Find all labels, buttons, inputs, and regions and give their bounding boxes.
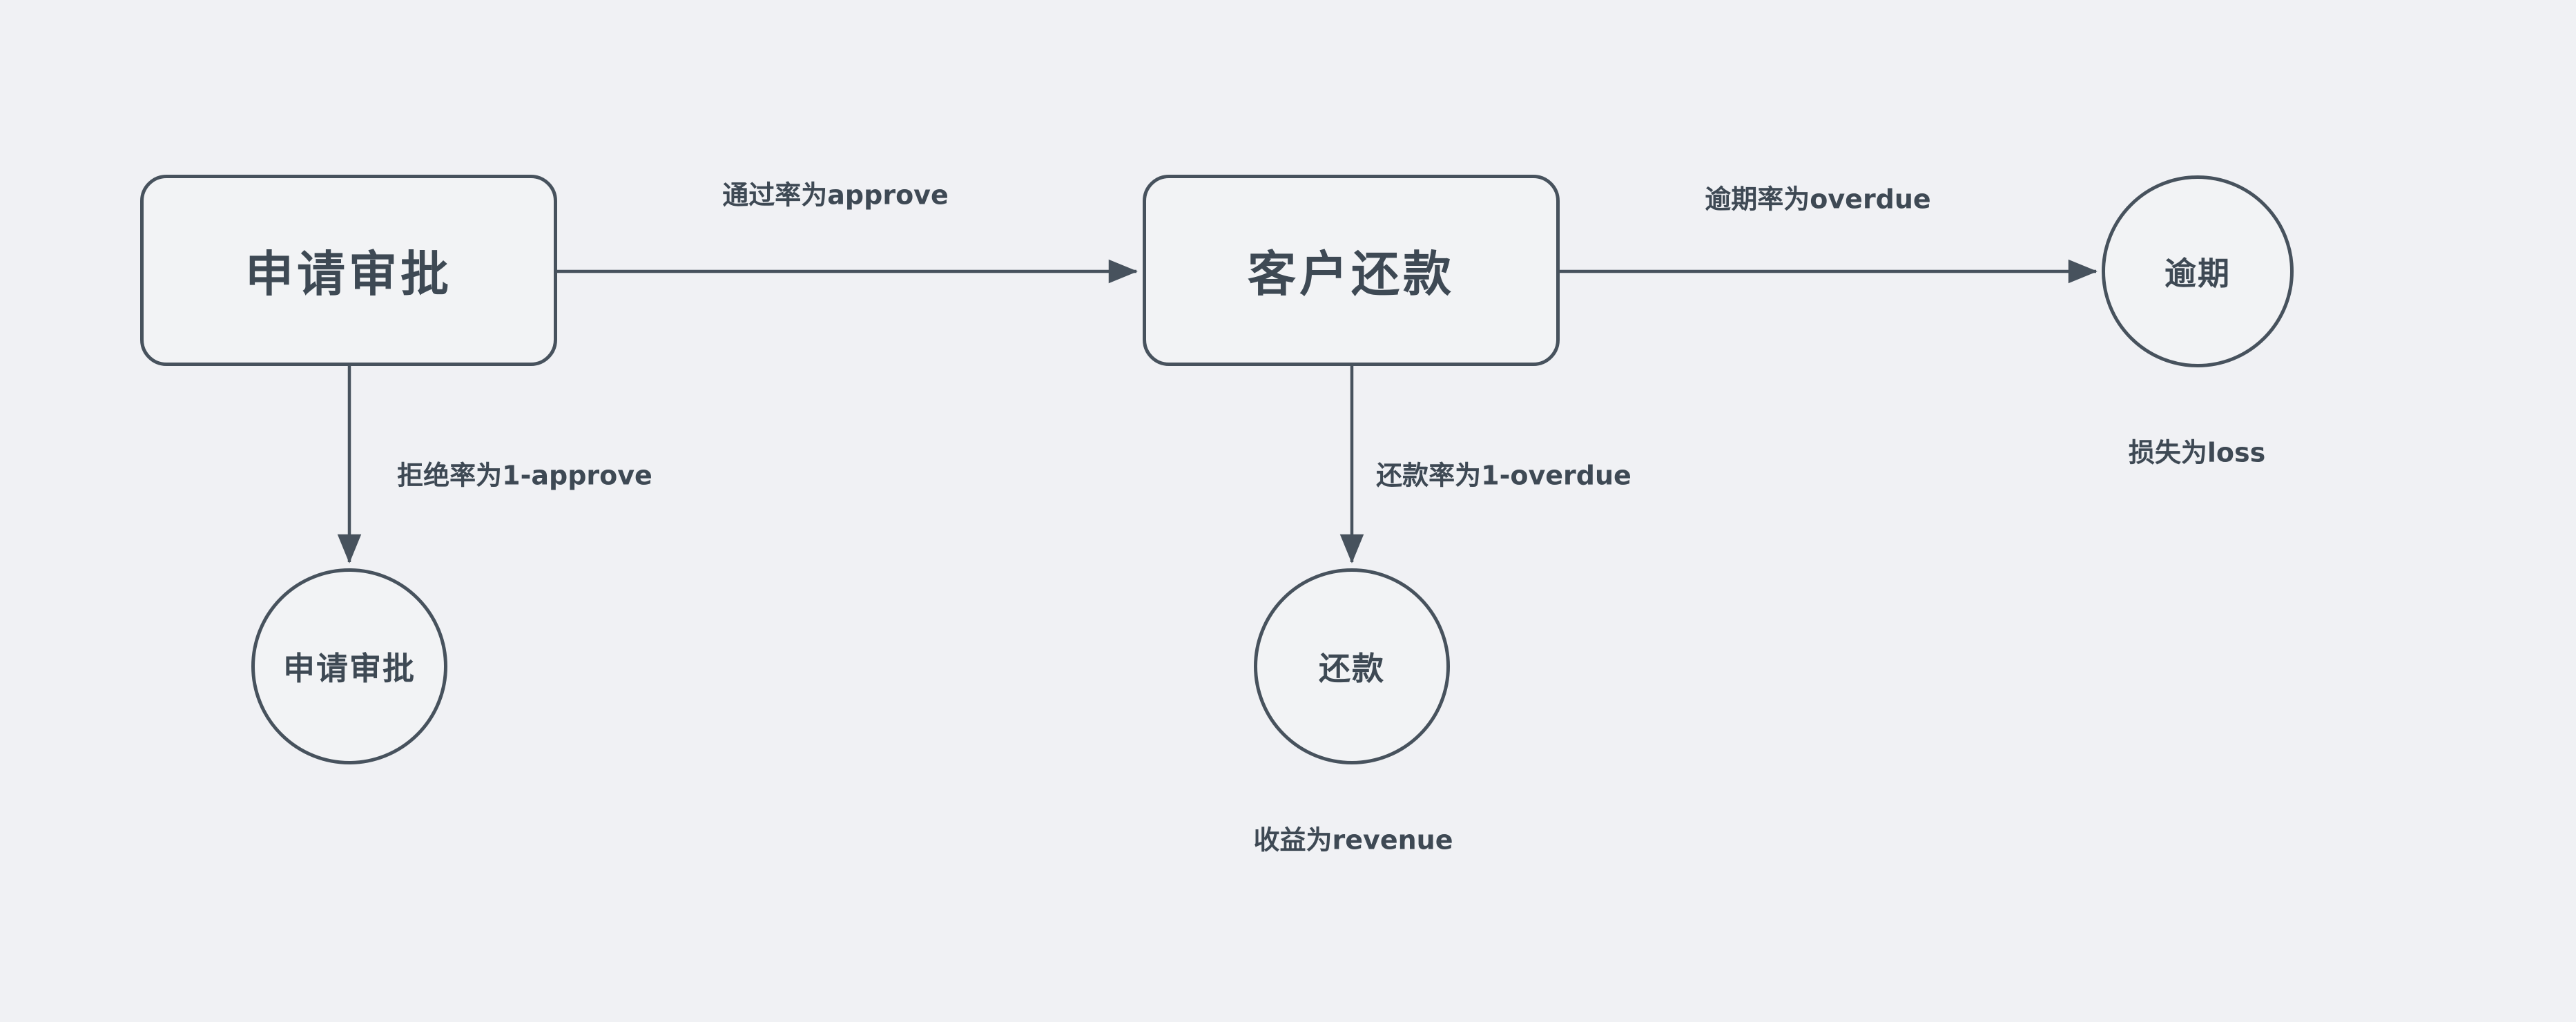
node-overdue-circle: 逾期 (2102, 175, 2294, 367)
node-repayment-box: 客户还款 (1143, 175, 1560, 366)
edge-reject-label: 拒绝率为1-approve (397, 460, 652, 491)
node-overdue-circle-label: 逾期 (2165, 255, 2231, 292)
node-repaid-circle-label: 还款 (1319, 650, 1385, 687)
node-rejected-circle: 申请审批 (251, 568, 447, 764)
node-rejected-circle-label: 申请审批 (283, 650, 416, 687)
revenue-annotation: 收益为revenue (1253, 825, 1453, 856)
node-approval-box-label: 申请审批 (245, 246, 452, 302)
node-repayment-box-label: 客户还款 (1248, 246, 1455, 302)
edge-overdue-label: 逾期率为overdue (1705, 184, 1931, 215)
node-repaid-circle: 还款 (1254, 568, 1450, 764)
loss-annotation: 损失为loss (2128, 437, 2266, 468)
edge-approve-label: 通过率为approve (722, 180, 949, 211)
edge-repay-label: 还款率为1-overdue (1376, 460, 1631, 491)
node-approval-box: 申请审批 (140, 175, 557, 366)
